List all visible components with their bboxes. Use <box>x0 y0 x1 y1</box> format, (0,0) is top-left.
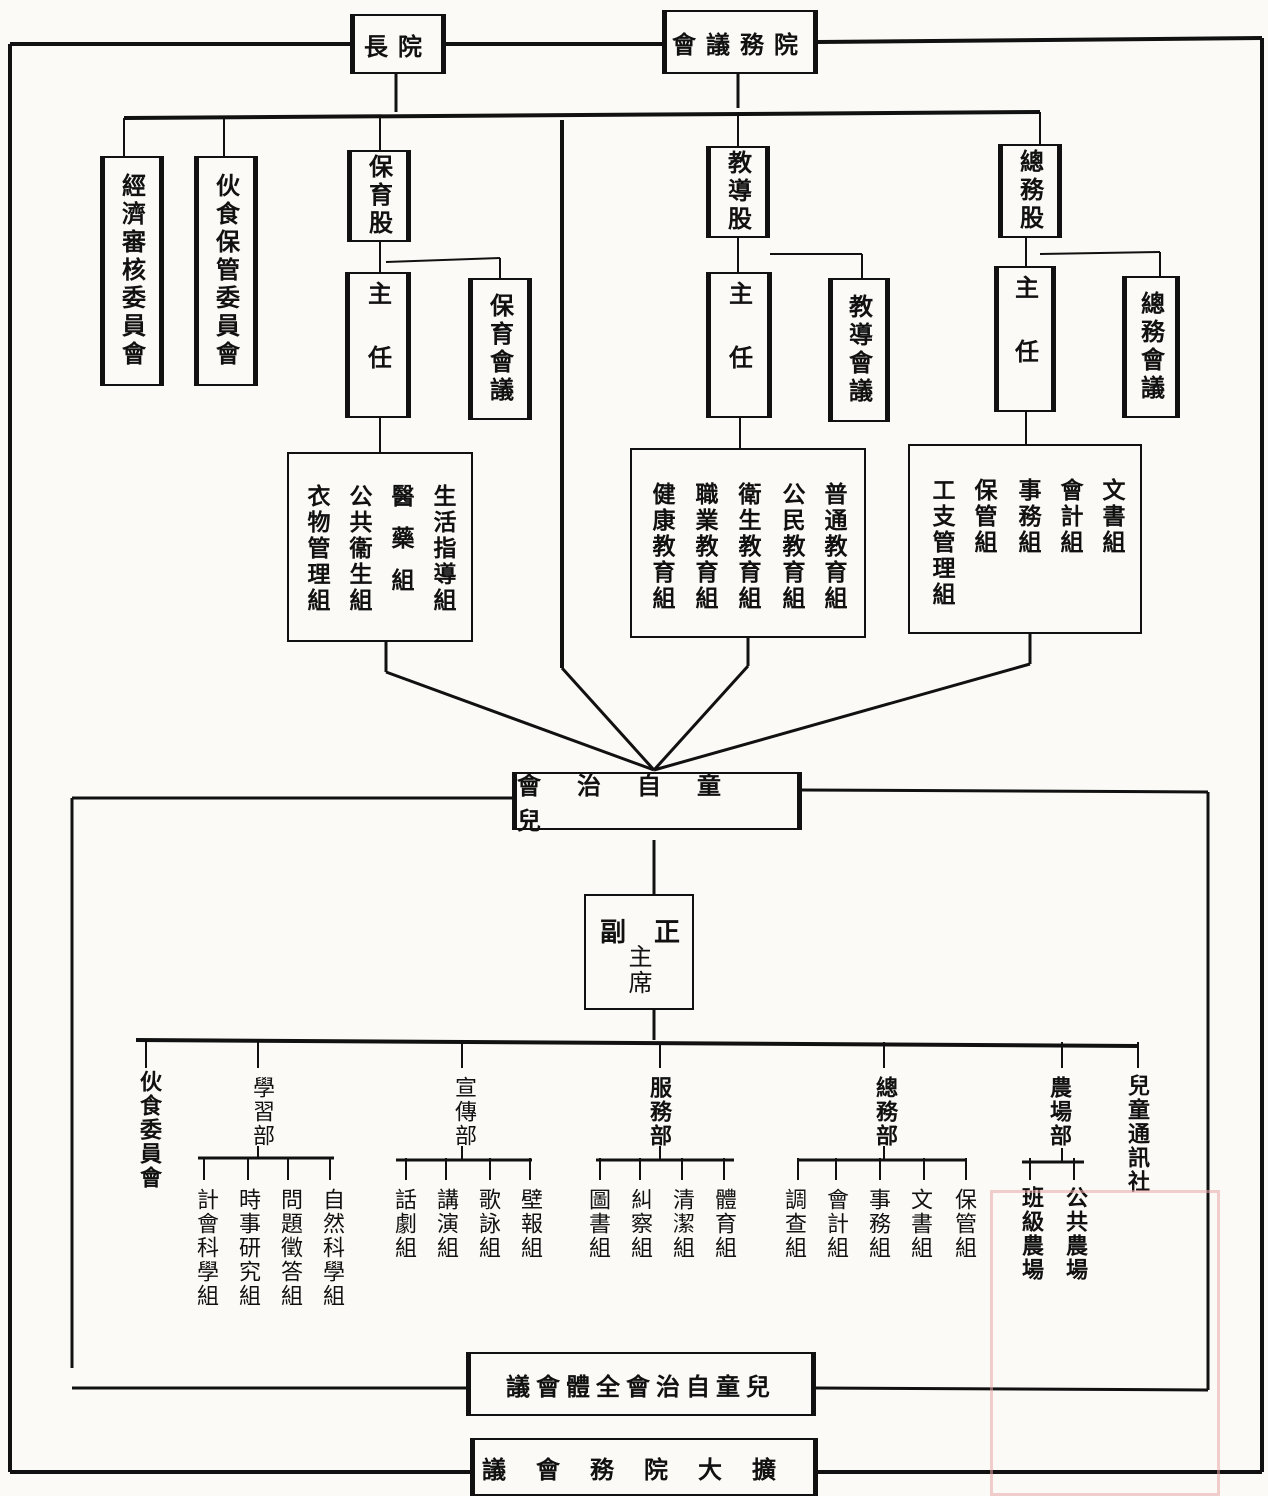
care-group: 醫藥組 <box>387 484 414 610</box>
food-committee-box: 伙食保管委員會 <box>194 156 258 386</box>
chairman-box: 正 副 主席 <box>584 894 694 1010</box>
publicity-group: 講演組 <box>433 1188 458 1260</box>
teach-group: 衛生教育組 <box>734 482 761 612</box>
publicity-group: 話劇組 <box>391 1188 416 1260</box>
general-group: 工支管理組 <box>928 478 955 608</box>
study-group: 問題徵答組 <box>277 1188 302 1308</box>
chair-vice-label: 副 <box>600 918 627 948</box>
general-meeting-label: 議會體全會治自童兒 <box>506 1371 776 1401</box>
connector-line <box>385 670 655 772</box>
division-farm: 農場部 <box>1046 1076 1072 1148</box>
dept-care-meeting-label: 保育會議 <box>485 293 515 405</box>
general-div-group: 會計組 <box>823 1188 848 1260</box>
dept-general-box: 總務股 <box>998 144 1062 238</box>
chair-main-label: 正 <box>654 918 681 948</box>
farm-group: 班級農場 <box>1018 1186 1044 1282</box>
division-general: 總務部 <box>872 1076 898 1148</box>
connector-line <box>817 36 1263 44</box>
council-box: 會議務院 <box>662 10 818 74</box>
general-group: 文書組 <box>1098 478 1125 556</box>
teach-group: 普通教育組 <box>820 482 847 612</box>
connector-line <box>1039 251 1161 255</box>
dept-care-box: 保育股 <box>347 150 411 242</box>
general-div-group: 事務組 <box>865 1188 890 1260</box>
publicity-group: 壁報組 <box>517 1188 542 1260</box>
general-group: 會計組 <box>1056 478 1083 556</box>
economic-committee-box: 經濟審核委員會 <box>100 156 164 386</box>
council-label: 會議務院 <box>672 29 808 59</box>
library-seal-stamp <box>990 1190 1220 1496</box>
self-gov-label: 會治自童兒 <box>517 771 757 835</box>
dept-care-groups-box: 生活指導組 醫藥組 公共衞生組 衣物管理組 <box>287 452 473 642</box>
president-label: 長院 <box>364 31 432 61</box>
general-div-group: 文書組 <box>907 1188 932 1260</box>
dept-teach-meeting-box: 教導會議 <box>828 278 890 422</box>
president-box: 長院 <box>350 14 446 74</box>
dept-teach-groups-box: 普通教育組 公民教育組 衛生教育組 職業教育組 健康教育組 <box>630 448 866 638</box>
dept-general-head-label: 主任 <box>1010 275 1040 403</box>
dept-care-label: 保育股 <box>364 154 394 238</box>
general-meeting-box: 議會體全會治自童兒 <box>466 1352 816 1416</box>
dept-teach-box: 教導股 <box>706 146 770 238</box>
dept-general-meeting-label: 總務會議 <box>1136 291 1166 403</box>
teach-group: 健康教育組 <box>648 482 675 612</box>
connector-line <box>123 110 1041 120</box>
dept-teach-label: 教導股 <box>723 150 753 234</box>
study-group: 時事研究組 <box>235 1188 260 1308</box>
connector-line <box>385 257 501 263</box>
study-group: 計會科學組 <box>193 1188 218 1308</box>
general-div-group: 保管組 <box>951 1188 976 1260</box>
dept-care-head-box: 主任 <box>345 272 411 418</box>
dept-general-head-box: 主任 <box>994 266 1056 412</box>
division-news: 兒童通訊社 <box>1124 1074 1150 1194</box>
farm-group: 公共農場 <box>1062 1186 1088 1282</box>
dept-general-groups-box: 文書組 會計組 事務組 保管組 工支管理組 <box>908 444 1142 634</box>
teach-group: 公民教育組 <box>778 482 805 612</box>
dept-general-meeting-box: 總務會議 <box>1122 276 1180 418</box>
publicity-group: 歌詠組 <box>475 1188 500 1260</box>
dept-teach-meeting-label: 教導會議 <box>844 294 874 406</box>
service-group: 清潔組 <box>669 1188 694 1260</box>
division-service: 服務部 <box>646 1076 672 1148</box>
care-group: 生活指導組 <box>429 484 456 614</box>
connector-line <box>652 664 750 772</box>
general-group: 事務組 <box>1014 478 1041 556</box>
dept-general-label: 總務股 <box>1015 149 1045 233</box>
economic-committee-label: 經濟審核委員會 <box>117 173 147 369</box>
connector-line <box>653 662 1031 772</box>
chair-word-label: 主席 <box>624 944 652 996</box>
food-committee-label: 伙食保管委員會 <box>211 173 241 369</box>
care-group: 衣物管理組 <box>303 484 330 614</box>
dept-teach-head-box: 主任 <box>706 272 772 418</box>
service-group: 體育組 <box>711 1188 736 1260</box>
dept-care-meeting-box: 保育會議 <box>468 278 532 420</box>
general-group: 保管組 <box>970 478 997 556</box>
dept-care-head-label: 主任 <box>363 281 393 409</box>
teach-group: 職業教育組 <box>691 482 718 612</box>
division-food: 伙食委員會 <box>136 1070 162 1190</box>
division-publicity: 宣傳部 <box>451 1076 476 1148</box>
enlarged-council-box: 議會務院大擴 <box>470 1438 818 1496</box>
connector-line <box>135 1038 1139 1048</box>
study-group: 自然科學組 <box>319 1188 344 1308</box>
connector-line <box>815 1386 1209 1392</box>
self-gov-box: 會治自童兒 <box>512 771 802 835</box>
division-study: 學習部 <box>249 1076 274 1148</box>
service-group: 圖書組 <box>585 1188 610 1260</box>
connector-line <box>801 788 1209 794</box>
general-div-group: 調查組 <box>781 1188 806 1260</box>
enlarged-council-label: 議會務院大擴 <box>482 1454 806 1484</box>
care-group: 公共衞生組 <box>345 484 372 614</box>
service-group: 糾察組 <box>627 1188 652 1260</box>
dept-teach-head-label: 主任 <box>724 281 754 409</box>
connector-line <box>560 666 656 772</box>
